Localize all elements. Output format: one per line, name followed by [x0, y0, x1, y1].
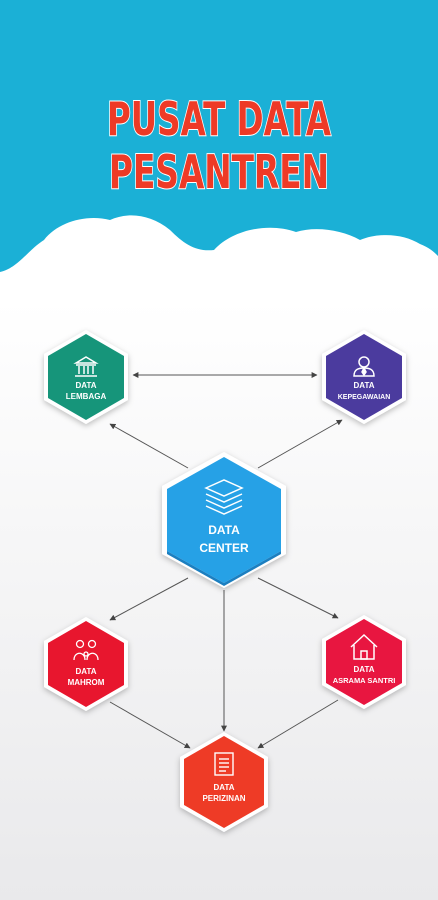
- family-icon: [73, 639, 99, 661]
- kepegawaian-label-2: KEPEGAWAIAN: [338, 394, 391, 401]
- lembaga-label-2: LEMBAGA: [66, 392, 107, 401]
- node-data-center[interactable]: DATA CENTER: [162, 452, 286, 588]
- edge-center-mahrom: [109, 577, 189, 621]
- database-stack-icon: [204, 479, 244, 515]
- center-label-2: CENTER: [199, 541, 249, 555]
- title-line-1: PUSAT DATA: [107, 92, 331, 146]
- edge-center-kepegawaian: [257, 419, 343, 469]
- asrama-label-1: DATA: [353, 665, 374, 674]
- lembaga-label-1: DATA: [75, 381, 96, 390]
- document-icon: [214, 752, 234, 776]
- kepegawaian-label-1: DATA: [353, 381, 374, 390]
- node-data-asrama-santri[interactable]: DATA ASRAMA SANTRI: [322, 615, 406, 709]
- house-icon: [350, 633, 378, 660]
- edge-asrama-perizinan: [257, 699, 339, 749]
- mahrom-label-2: MAHROM: [68, 678, 105, 687]
- mahrom-label-1: DATA: [75, 667, 96, 676]
- cloud-shape: [0, 215, 438, 320]
- perizinan-label-2: PERIZINAN: [202, 794, 245, 803]
- node-data-mahrom[interactable]: DATA MAHROM: [44, 617, 128, 711]
- building-icon: [73, 356, 99, 377]
- center-label-1: DATA: [208, 523, 240, 537]
- node-data-perizinan[interactable]: DATA PERIZINAN: [180, 732, 268, 832]
- node-data-kepegawaian[interactable]: DATA KEPEGAWAIAN: [322, 330, 406, 424]
- edge-center-lembaga: [109, 423, 189, 469]
- edge-mahrom-perizinan: [109, 701, 191, 749]
- perizinan-label-1: DATA: [213, 783, 234, 792]
- node-data-lembaga[interactable]: DATA LEMBAGA: [44, 330, 128, 424]
- edge-center-asrama: [257, 577, 339, 619]
- person-icon: [353, 356, 375, 377]
- connections: [109, 372, 343, 749]
- asrama-label-2: ASRAMA SANTRI: [333, 676, 396, 685]
- title-line-2: PESANTREN: [109, 145, 329, 199]
